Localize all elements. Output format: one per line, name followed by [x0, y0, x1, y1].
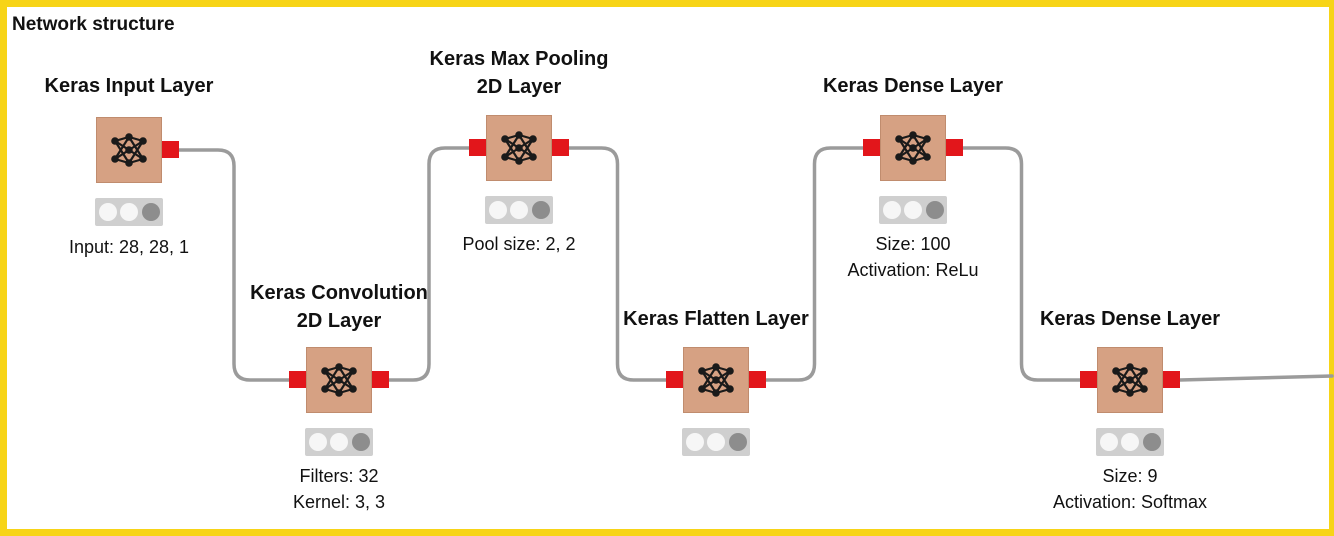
status-indicator-dense1 [879, 196, 947, 224]
status-light [904, 201, 922, 219]
input-port-dense1[interactable] [863, 139, 880, 156]
status-light [120, 203, 138, 221]
input-port-maxpool[interactable] [469, 139, 486, 156]
diagram-title: Network structure [12, 14, 175, 35]
connection-dense1-dense2 [961, 146, 1082, 382]
input-port-conv2d[interactable] [289, 371, 306, 388]
status-light [141, 203, 160, 221]
node-input[interactable] [96, 117, 162, 183]
status-indicator-maxpool [485, 196, 553, 224]
node-description-dense2: Size: 9 Activation: Softmax [970, 463, 1290, 515]
node-conv2d[interactable] [306, 347, 372, 413]
neural-network-icon [501, 131, 537, 165]
node-label-dense2: Keras Dense Layer [970, 305, 1290, 333]
status-light [488, 201, 507, 219]
node-label-line: Keras Flatten Layer [623, 308, 809, 330]
node-description-line: Filters: 32 [299, 466, 379, 486]
status-light [707, 433, 725, 451]
node-label-dense1: Keras Dense Layer [753, 72, 1073, 100]
node-dense2[interactable] [1097, 347, 1163, 413]
output-port-flatten[interactable] [749, 371, 766, 388]
node-description-line: Size: 100 [875, 234, 951, 254]
output-port-input[interactable] [162, 141, 179, 158]
node-flatten[interactable] [683, 347, 749, 413]
node-label-line: Keras Max Pooling [429, 48, 609, 70]
node-label-flatten: Keras Flatten Layer [556, 305, 876, 333]
input-port-flatten[interactable] [666, 371, 683, 388]
connection-input-conv2d [177, 148, 291, 382]
status-light [98, 203, 117, 221]
node-description-maxpool: Pool size: 2, 2 [359, 231, 679, 257]
status-indicator-dense2 [1096, 428, 1164, 456]
node-label-line: Keras Convolution [250, 282, 428, 304]
status-light [351, 433, 370, 451]
neural-network-icon [698, 363, 734, 397]
status-light [531, 201, 550, 219]
node-description-conv2d: Filters: 32 Kernel: 3, 3 [179, 463, 499, 515]
status-light [1099, 433, 1118, 451]
node-label-maxpool: Keras Max Pooling 2D Layer [359, 45, 679, 101]
neural-network-icon [111, 133, 147, 167]
node-label-line: 2D Layer [296, 310, 382, 332]
node-description-line: Activation: ReLu [847, 260, 979, 280]
output-port-dense1[interactable] [946, 139, 963, 156]
status-indicator-conv2d [305, 428, 373, 456]
connection-flatten-dense1 [764, 146, 865, 382]
node-description-input: Input: 28, 28, 1 [0, 234, 289, 260]
node-description-line: Pool size: 2, 2 [462, 234, 576, 254]
output-port-conv2d[interactable] [372, 371, 389, 388]
status-indicator-input [95, 198, 163, 226]
neural-network-icon [1112, 363, 1148, 397]
node-description-line: Kernel: 3, 3 [292, 492, 386, 512]
status-light [308, 433, 327, 451]
node-label-line: 2D Layer [476, 76, 562, 98]
status-light [685, 433, 704, 451]
status-light [510, 201, 528, 219]
node-label-line: Keras Dense Layer [1039, 308, 1221, 330]
status-light [728, 433, 747, 451]
status-light [1142, 433, 1161, 451]
node-label-line: Keras Dense Layer [822, 75, 1004, 97]
neural-network-icon [321, 363, 357, 397]
node-label-input: Keras Input Layer [0, 72, 289, 100]
node-label-line: Keras Input Layer [44, 75, 214, 97]
node-description-line: Size: 9 [1102, 466, 1158, 486]
output-port-maxpool[interactable] [552, 139, 569, 156]
neural-network-icon [895, 131, 931, 165]
node-maxpool[interactable] [486, 115, 552, 181]
connection-dense2-output [1178, 374, 1334, 382]
node-dense1[interactable] [880, 115, 946, 181]
status-light [925, 201, 944, 219]
status-light [330, 433, 348, 451]
status-indicator-flatten [682, 428, 750, 456]
status-light [882, 201, 901, 219]
node-description-line: Activation: Softmax [1052, 492, 1208, 512]
connection-maxpool-flatten [567, 146, 668, 382]
input-port-dense2[interactable] [1080, 371, 1097, 388]
node-label-conv2d: Keras Convolution 2D Layer [179, 279, 499, 335]
connection-conv2d-maxpool [387, 146, 471, 382]
node-description-line: Input: 28, 28, 1 [68, 237, 190, 257]
status-light [1121, 433, 1139, 451]
output-port-dense2[interactable] [1163, 371, 1180, 388]
